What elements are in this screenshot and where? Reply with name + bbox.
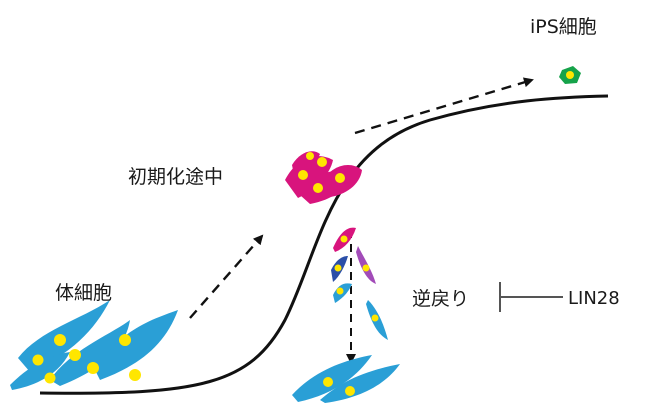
lin28-label: LIN28 [568, 288, 620, 309]
somatic-cell-icon [10, 300, 178, 390]
reprogramming-curve [39, 94, 609, 395]
intermediate-cell-icon [285, 151, 362, 204]
intermediate-label: 初期化途中 [128, 166, 223, 188]
reverting-cells [331, 227, 388, 340]
arrow-icon [354, 77, 534, 135]
ips-cell-icon [559, 66, 581, 84]
reversion-label: 逆戻り [412, 288, 469, 310]
ips-cell-label: iPS細胞 [530, 16, 597, 38]
somatic-cell-label: 体細胞 [55, 282, 112, 304]
arrow-icon [189, 234, 264, 319]
somatic-cell-icon [292, 355, 400, 403]
